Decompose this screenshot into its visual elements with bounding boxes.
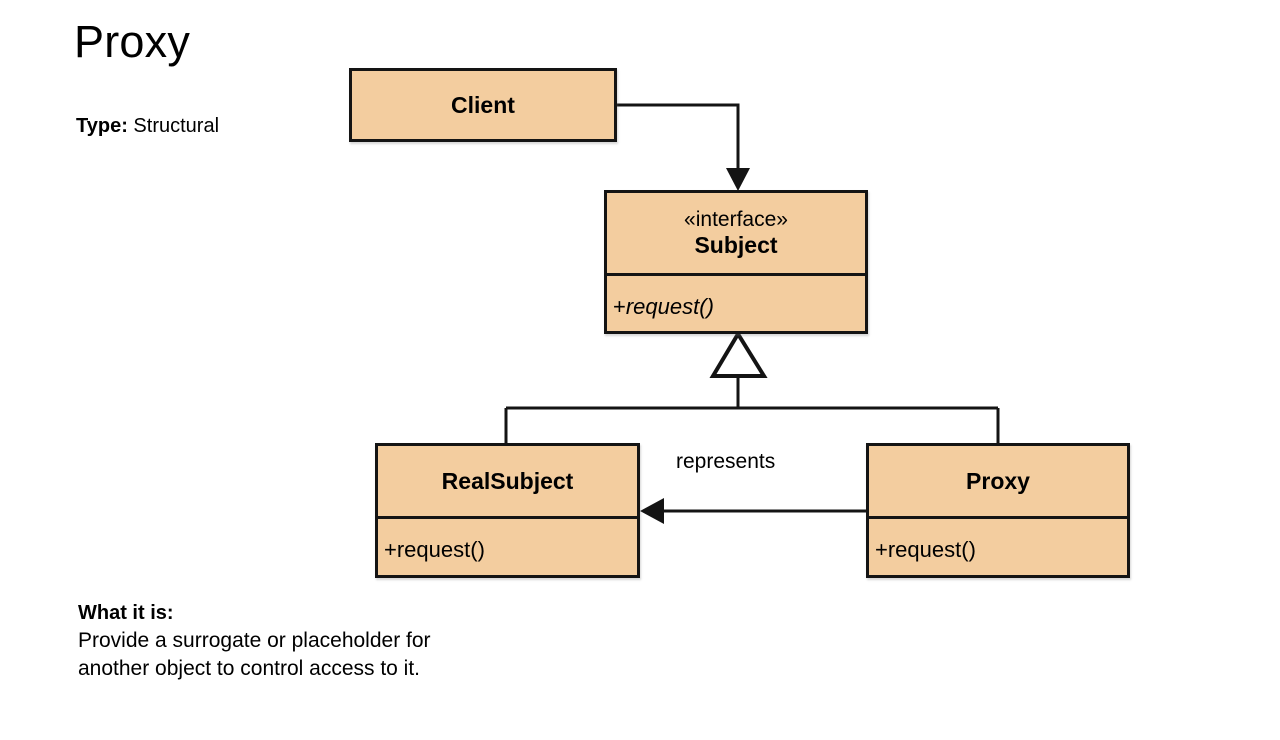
description-text: Provide a surrogate or placeholder for a…	[78, 627, 598, 682]
member-row: +request()	[384, 537, 485, 562]
class-header-subject: «interface» Subject	[607, 193, 865, 273]
description-block: What it is: Provide a surrogate or place…	[78, 600, 598, 682]
class-header-proxy: Proxy	[869, 446, 1127, 516]
description-heading: What it is:	[78, 602, 174, 624]
class-header-realsubject: RealSubject	[378, 446, 637, 516]
class-members-subject: +request()	[607, 273, 865, 337]
class-box-subject[interactable]: «interface» Subject +request()	[604, 190, 868, 334]
class-name-realsubject: RealSubject	[441, 467, 574, 494]
pattern-type-label: Type:	[76, 115, 134, 137]
class-stereotype-subject: «interface»	[684, 208, 788, 232]
pattern-type-line: Type: Structural	[76, 114, 219, 138]
connector-proxy-to-realsubject	[640, 498, 866, 524]
member-signature: request()	[625, 293, 714, 319]
description-line-1: Provide a surrogate or placeholder for	[78, 629, 431, 652]
class-name-client: Client	[451, 91, 515, 118]
class-name-subject: Subject	[694, 232, 778, 259]
member-signature: request()	[887, 537, 976, 563]
member-visibility: +	[613, 293, 626, 319]
member-visibility: +	[875, 537, 888, 563]
pattern-type-value: Structural	[133, 115, 220, 137]
member-signature: request()	[396, 537, 485, 563]
connector-client-to-subject	[617, 103, 750, 191]
class-name-proxy: Proxy	[966, 467, 1030, 494]
page-title: Proxy	[74, 16, 191, 67]
member-row: +request()	[875, 537, 976, 562]
connector-generalization-bus	[504, 330, 1000, 443]
member-row: +request()	[613, 294, 714, 319]
description-line-2: another object to control access to it.	[78, 656, 421, 680]
relationship-label-represents: represents	[676, 450, 776, 473]
class-box-proxy[interactable]: Proxy +request()	[866, 443, 1130, 578]
class-box-realsubject[interactable]: RealSubject +request()	[375, 443, 640, 578]
class-members-proxy: +request()	[869, 516, 1127, 581]
class-members-realsubject: +request()	[378, 516, 637, 581]
class-box-client[interactable]: Client	[349, 68, 617, 142]
member-visibility: +	[384, 537, 397, 563]
class-header-client: Client	[352, 71, 614, 139]
